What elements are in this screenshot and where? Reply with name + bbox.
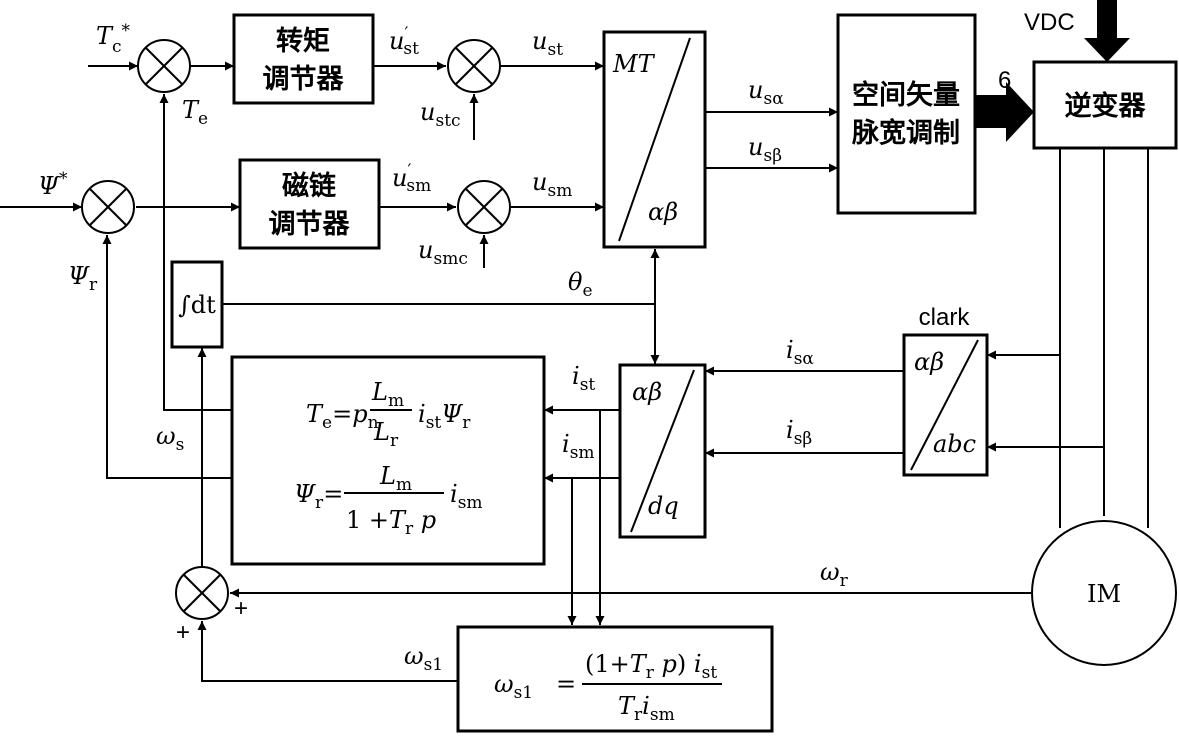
wires xyxy=(0,61,1149,682)
sum-junction-speed xyxy=(175,566,229,620)
torque-regulator-block: 转矩 调节器 xyxy=(232,13,375,105)
label-ust-prime: u′st xyxy=(389,24,419,59)
clark-diagonal xyxy=(910,339,979,471)
summing-junctions xyxy=(81,39,511,620)
wire-psi-r-feedback xyxy=(102,235,232,479)
label-isbeta: isβ xyxy=(786,416,812,449)
inverter-label: 逆变器 xyxy=(1065,90,1147,122)
integrator-label: ∫dt xyxy=(178,291,216,319)
eq2-numerator: Lm xyxy=(379,462,412,495)
label-vdc: VDC xyxy=(1024,9,1075,36)
label-omega-s1: ωs1 xyxy=(404,642,443,675)
clark-top-label: αβ xyxy=(914,348,944,376)
label-omega-s: ωs xyxy=(156,422,184,455)
eq1-lhs: Te=pn xyxy=(306,400,379,433)
slip-calculation-block: ωs1 = (1+Tr p) ist Trism xyxy=(456,625,774,733)
label-ist: ist xyxy=(572,362,595,395)
label-usbeta: usβ xyxy=(748,133,782,166)
label-theta-e: θe xyxy=(568,268,593,301)
sign-plus-bottom: + xyxy=(176,619,190,646)
eq3-equals: = xyxy=(556,670,576,698)
wire-te-feedback xyxy=(159,94,232,411)
svpwm-block: 空间矢量 脉宽调制 xyxy=(836,13,977,215)
label-usalpha: usα xyxy=(748,76,784,109)
label-omega-r: ωr xyxy=(820,558,849,591)
mt-transform-block: MT αβ xyxy=(602,30,707,249)
vdc-arrow xyxy=(1084,0,1130,62)
torque-regulator-line1: 转矩 xyxy=(276,26,330,57)
eq2-denominator: 1 +Tr p xyxy=(346,506,436,539)
mt-top-label: MT xyxy=(612,50,656,78)
sum-junction-flux xyxy=(81,180,135,234)
mt-diagonal xyxy=(618,37,691,242)
power-arrows xyxy=(975,0,1130,142)
clark-title: clark xyxy=(919,304,971,331)
sum-junction-usm xyxy=(457,180,511,234)
equation-block: Te=pn Lm Lr istΨr Ψr= Lm 1 +Tr p ism xyxy=(230,355,546,566)
signal-labels: Tc* Te u′st ust ustc Ψ* Ψr u′sm usm usmc… xyxy=(38,9,1075,675)
flux-regulator-line1: 磁链 xyxy=(282,170,336,202)
eq2-lhs: Ψr= xyxy=(294,480,343,513)
flux-regulator-line2: 调节器 xyxy=(269,209,351,240)
torque-regulator-line2: 调节器 xyxy=(263,64,345,95)
label-ustc: ustc xyxy=(420,98,461,131)
label-te: Te xyxy=(182,96,208,129)
sum-junction-ust xyxy=(447,39,501,93)
dq-transform-block: αβ dq xyxy=(618,363,707,539)
clark-transform-block: clark αβ abc xyxy=(902,304,989,477)
motor: IM xyxy=(1031,520,1177,666)
svpwm-line2: 脉宽调制 xyxy=(851,117,960,149)
dq-bottom-label: dq xyxy=(648,492,679,520)
wire-omega-s1 xyxy=(197,621,458,682)
pwm-bus-arrow xyxy=(975,82,1034,142)
label-usm-prime: u′sm xyxy=(392,161,431,196)
label-pwm-count: 6 xyxy=(998,67,1011,94)
sign-plus-right: + xyxy=(234,595,248,622)
flux-regulator-block: 磁链 调节器 xyxy=(238,158,381,250)
label-usmc: usmc xyxy=(418,236,468,269)
label-psi-star: Ψ* xyxy=(38,169,68,200)
inverter-block: 逆变器 xyxy=(1032,60,1178,150)
integrator-block: ∫dt xyxy=(170,260,224,349)
label-tc-star: Tc* xyxy=(96,21,131,57)
sum-junction-torque xyxy=(137,39,191,93)
label-ism: ism xyxy=(562,430,595,463)
eq3-denominator: Trism xyxy=(618,692,675,725)
label-psi-r: Ψr xyxy=(68,262,98,295)
dq-top-label: αβ xyxy=(632,378,662,406)
label-ust: ust xyxy=(532,27,563,60)
svpwm-line1: 空间矢量 xyxy=(852,79,960,111)
mt-bottom-label: αβ xyxy=(648,198,678,226)
clark-bottom-label: abc xyxy=(933,430,976,458)
dq-diagonal xyxy=(630,369,695,533)
label-usm: usm xyxy=(532,168,572,201)
label-isalpha: isα xyxy=(786,336,814,369)
motor-label: IM xyxy=(1087,580,1121,608)
